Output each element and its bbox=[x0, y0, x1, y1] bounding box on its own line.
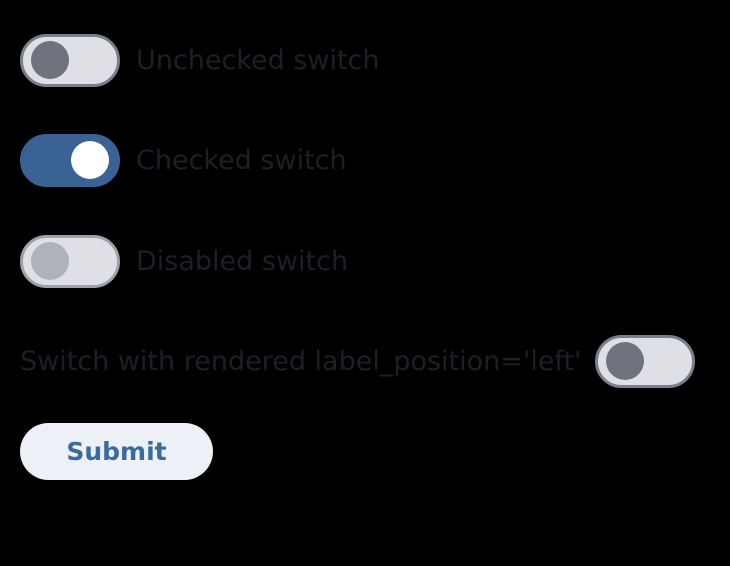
switch-row-disabled: Disabled switch bbox=[20, 233, 348, 289]
switch-knob bbox=[31, 242, 69, 280]
unchecked-switch[interactable] bbox=[20, 33, 120, 87]
checked-switch-label: Checked switch bbox=[136, 144, 347, 176]
switch-row-left-label: Switch with rendered label_position='lef… bbox=[20, 333, 710, 389]
unchecked-switch-label: Unchecked switch bbox=[136, 44, 380, 76]
left-label-switch[interactable] bbox=[595, 334, 696, 388]
switch-knob bbox=[31, 41, 69, 79]
switch-row-unchecked: Unchecked switch bbox=[20, 32, 380, 88]
disabled-switch bbox=[20, 234, 120, 288]
switch-knob bbox=[606, 342, 645, 380]
submit-button[interactable]: Submit bbox=[20, 423, 213, 480]
switch-knob bbox=[71, 141, 109, 179]
disabled-switch-label: Disabled switch bbox=[136, 245, 349, 277]
switch-row-checked: Checked switch bbox=[20, 132, 347, 188]
left-label-switch-label: Switch with rendered label_position='lef… bbox=[20, 345, 582, 377]
checked-switch[interactable] bbox=[20, 133, 120, 187]
